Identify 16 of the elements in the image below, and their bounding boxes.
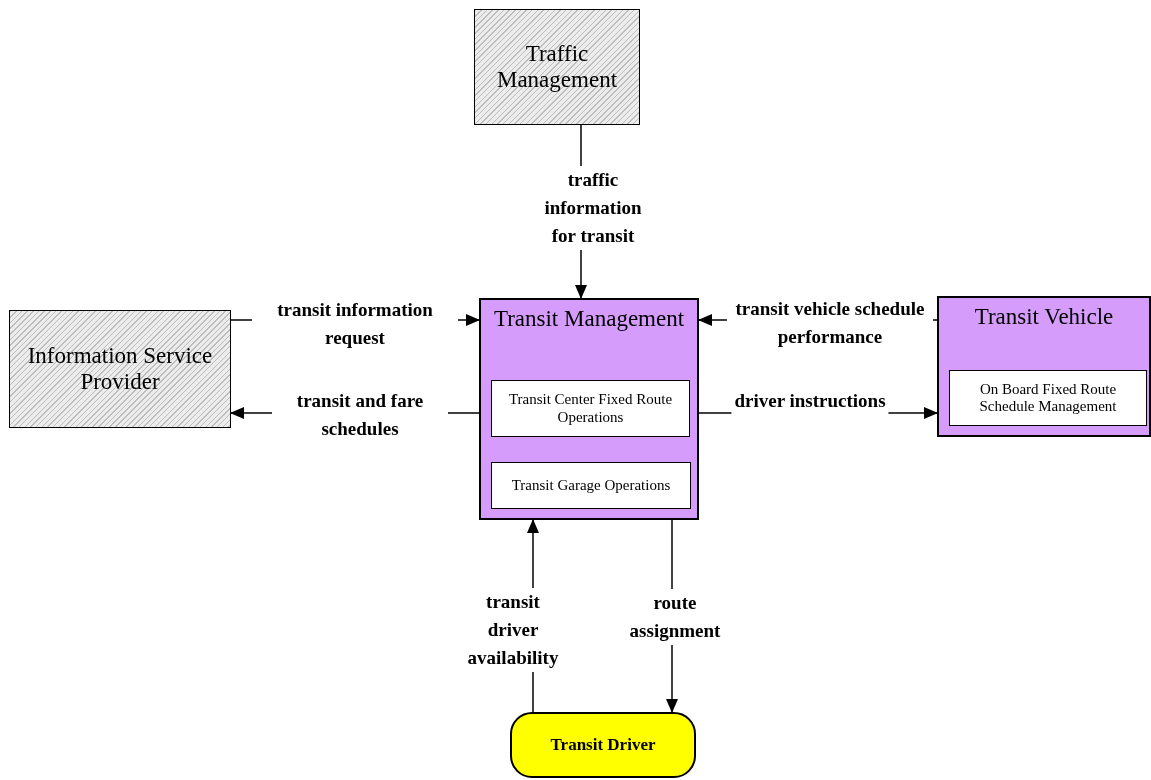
node-label: On Board Fixed Route Schedule Management: [978, 380, 1118, 416]
external-system-box: [9, 310, 231, 428]
subsystem-box: [937, 296, 1151, 437]
node-label: Transit Vehicle: [973, 304, 1115, 331]
node-label: Transit Management: [492, 306, 686, 333]
node-label: Transit Garage Operations: [510, 476, 672, 495]
node-label: Information Service Provider: [26, 342, 214, 396]
process-box: [491, 462, 691, 509]
process-box: [491, 380, 690, 437]
node-label: Transit Center Fixed Route Operations: [507, 391, 674, 426]
node-label: Transit Driver: [549, 735, 657, 755]
external-system-box: [474, 9, 640, 125]
node-label: Traffic Management: [495, 40, 619, 94]
process-box: [949, 370, 1147, 426]
subsystem-box: [479, 298, 699, 520]
terminator-box: [510, 712, 696, 778]
